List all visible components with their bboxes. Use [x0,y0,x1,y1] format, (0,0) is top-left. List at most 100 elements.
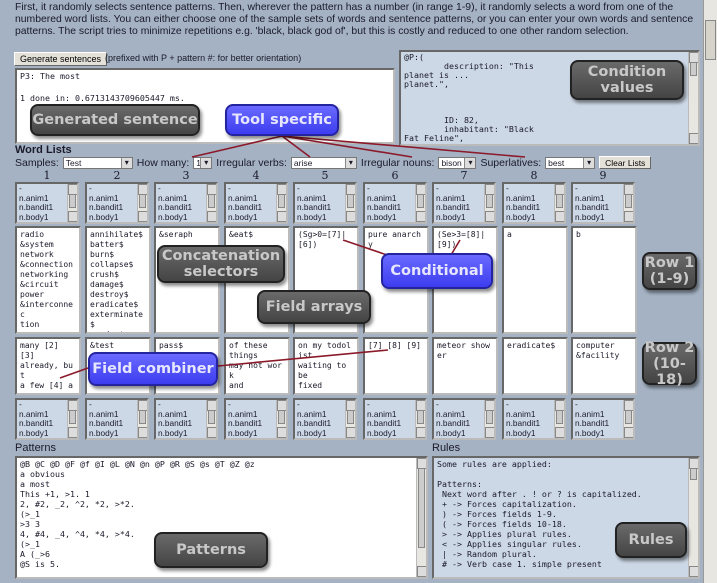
selector-option[interactable]: n.body1 [19,211,49,222]
selector-option[interactable]: n.bandit1 [89,202,124,212]
field-row1-9[interactable]: b [571,226,637,334]
selector-option[interactable]: n.bandit1 [297,202,332,212]
generate-sentences-button[interactable]: Generate sentences [14,52,108,66]
selector-option[interactable]: n.bandit1 [367,202,402,212]
selector-option[interactable]: - [228,183,231,193]
selector-option[interactable]: - [297,399,300,409]
selector-option[interactable]: n.bandit1 [506,418,541,428]
selector-option[interactable]: n.body1 [89,211,119,222]
selector-option[interactable]: n.anim1 [436,408,466,419]
selector-option[interactable]: - [367,183,370,193]
selector-option[interactable]: - [575,183,578,193]
scrollbar[interactable] [484,400,494,438]
scrollbar[interactable] [276,400,286,438]
scrollbar[interactable] [206,400,216,438]
selector-option[interactable]: n.body1 [297,211,327,222]
selector-option[interactable]: - [228,399,231,409]
selector-option[interactable]: n.bandit1 [19,418,54,428]
selector-option[interactable]: - [158,399,161,409]
selector-option[interactable]: n.body1 [506,427,536,438]
irregular-verbs-select[interactable]: arise [290,156,357,169]
selector-option[interactable]: - [367,399,370,409]
selector-option[interactable]: n.body1 [228,211,258,222]
field-row2-17[interactable]: eradicate$ [502,337,568,395]
scrollbar[interactable] [137,400,147,438]
selector-option[interactable]: n.body1 [89,427,119,438]
selector-option[interactable]: n.anim1 [506,408,536,419]
selector-option[interactable]: - [89,399,92,409]
page-scrollbar[interactable] [703,0,717,583]
field-row2-13[interactable]: of these things may not work and [224,337,290,395]
selector-option[interactable]: - [89,183,92,193]
clear-lists-button[interactable]: Clear Lists [599,156,652,169]
field-row2-18[interactable]: computer &facility [571,337,637,395]
selector-option[interactable]: n.anim1 [575,408,605,419]
selector-option[interactable]: n.bandit1 [158,202,193,212]
selector-option[interactable]: n.anim1 [436,192,466,203]
selector-option[interactable]: - [575,399,578,409]
selector-option[interactable]: n.body1 [506,211,536,222]
selector-option[interactable]: n.body1 [228,427,258,438]
scrollbar[interactable] [345,184,355,222]
superlatives-select[interactable]: best [545,156,596,169]
irregular-nouns-select[interactable]: bison [438,156,477,169]
selector-option[interactable]: - [19,183,22,193]
selector-option[interactable]: - [506,183,509,193]
selector-option[interactable]: n.anim1 [297,408,327,419]
selector-option[interactable]: n.anim1 [19,192,49,203]
field-row2-15[interactable]: [7] [8] [9] [363,337,429,395]
patterns-textarea[interactable]: @B @C @D @F @f @I @L @N @n @P @R @S @s @… [15,456,428,579]
selector-option[interactable]: n.anim1 [158,192,188,203]
scrollbar[interactable] [554,184,564,222]
selector-option[interactable]: n.body1 [436,211,466,222]
field-row2-10[interactable]: many [2] [3] already, but a few [4] are … [15,337,81,395]
selector-option[interactable]: - [158,183,161,193]
selector-option[interactable]: n.anim1 [19,408,49,419]
selector-option[interactable]: n.body1 [158,427,188,438]
selector-option[interactable]: n.bandit1 [228,418,263,428]
selector-option[interactable]: n.bandit1 [436,202,471,212]
field-row2-14[interactable]: on my todolist waiting to be fixed [293,337,359,395]
selector-option[interactable]: n.anim1 [367,408,397,419]
selector-option[interactable]: n.anim1 [367,192,397,203]
selector-option[interactable]: n.body1 [436,427,466,438]
field-row1-2[interactable]: annihilate$ batter$ burn$ collapse$ crus… [85,226,151,334]
scrollbar[interactable] [554,400,564,438]
scrollbar[interactable] [688,52,698,144]
selector-option[interactable]: n.body1 [367,427,397,438]
selector-option[interactable]: - [297,183,300,193]
selector-option[interactable]: n.bandit1 [19,202,54,212]
selector-option[interactable]: n.body1 [19,427,49,438]
selector-option[interactable]: n.bandit1 [575,418,610,428]
field-row2-16[interactable]: meteor shower [432,337,498,395]
selector-option[interactable]: n.body1 [367,211,397,222]
selector-option[interactable]: - [436,399,439,409]
scrollbar[interactable] [623,400,633,438]
scrollbar[interactable] [415,400,425,438]
scrollbar[interactable] [415,184,425,222]
selector-option[interactable]: n.anim1 [575,192,605,203]
scrollbar[interactable] [276,184,286,222]
selector-option[interactable]: n.anim1 [228,408,258,419]
selector-option[interactable]: n.anim1 [89,408,119,419]
scrollbar[interactable] [137,184,147,222]
selector-option[interactable]: n.anim1 [506,192,536,203]
scrollbar[interactable] [416,458,426,577]
selector-option[interactable]: n.bandit1 [228,202,263,212]
selector-option[interactable]: n.body1 [297,427,327,438]
selector-option[interactable]: n.body1 [575,427,605,438]
